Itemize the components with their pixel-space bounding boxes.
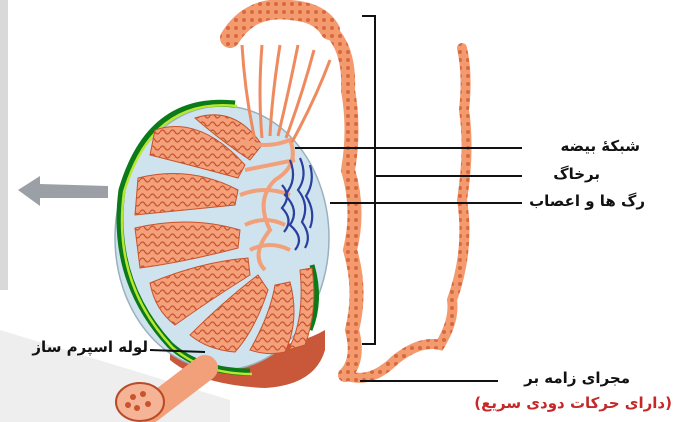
left-arrow-icon: [0, 0, 108, 290]
vas-deferens: [345, 48, 467, 378]
label-epididymis: برخاگ: [530, 165, 600, 183]
label-vas-deferens-note: (دارای حرکات دودی سریع): [452, 394, 672, 412]
label-seminiferous-tubules: لوله اسپرم ساز: [8, 338, 148, 356]
epididymis-head: [230, 9, 330, 38]
label-rete-testis: شبکهٔ بیضه: [530, 137, 640, 155]
label-vas-deferens: مجرای زامه بر: [505, 369, 630, 387]
epididymis-bracket: [362, 16, 375, 344]
label-vessels-nerves: رگ ها و اعصاب: [530, 192, 645, 210]
